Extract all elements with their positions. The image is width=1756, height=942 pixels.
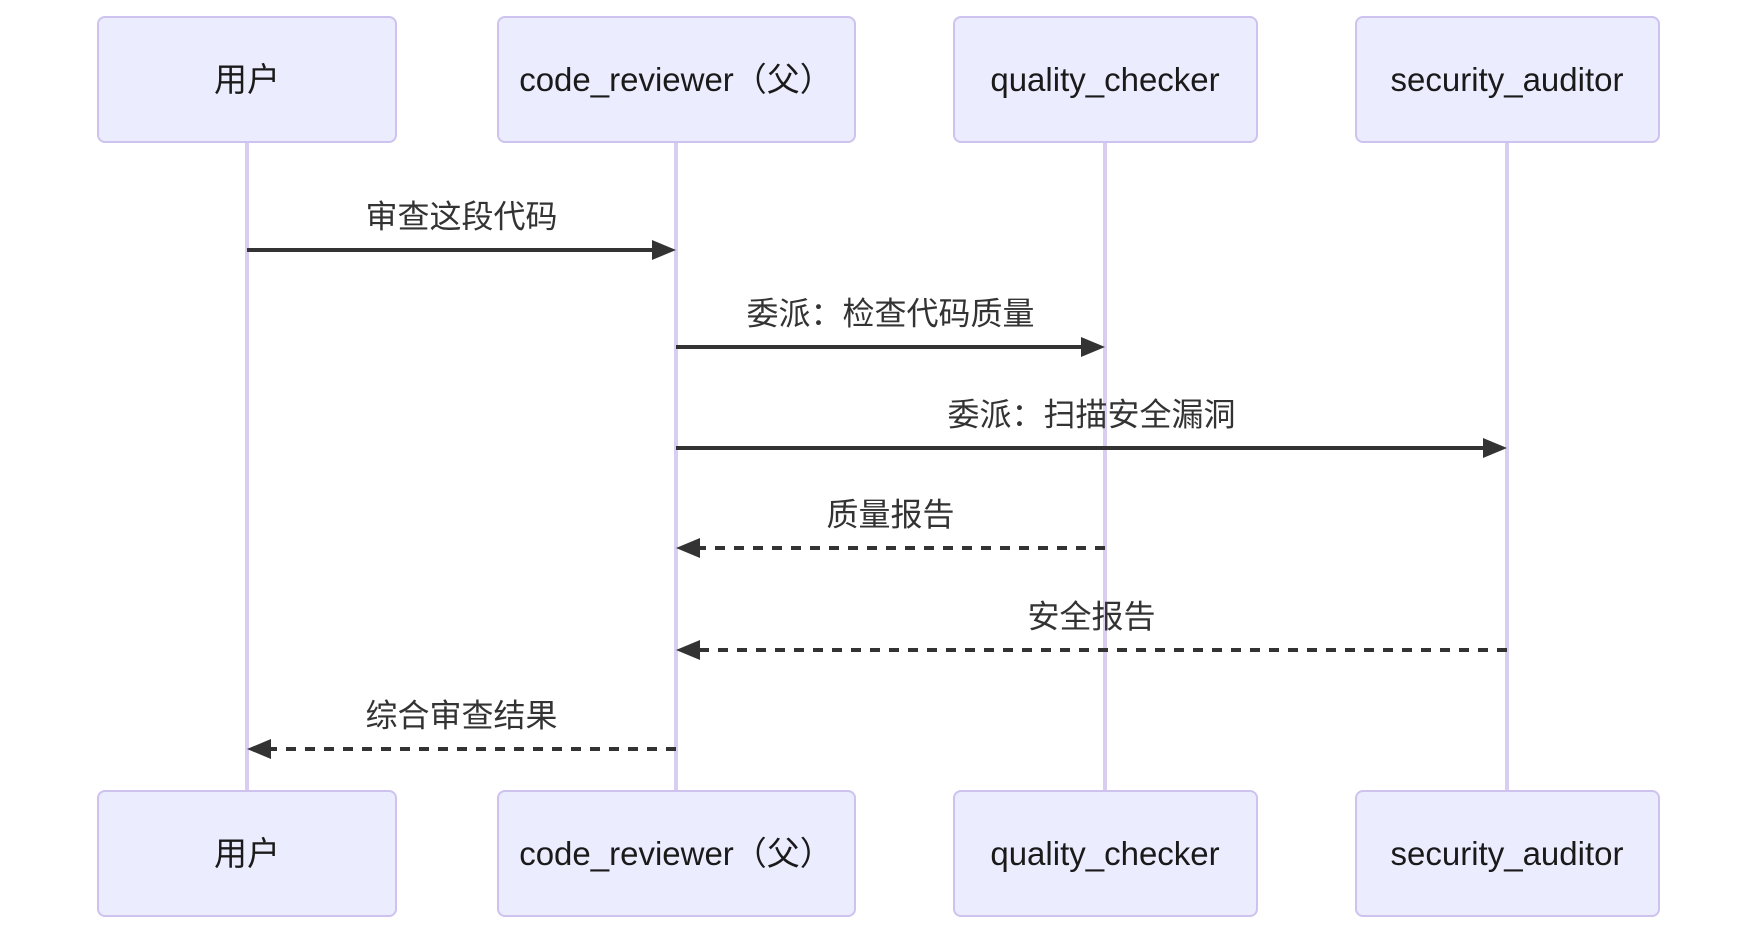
message-arrowhead-5 <box>247 739 271 759</box>
actor-box-bottom-code_reviewer: code_reviewer（父） <box>496 790 856 917</box>
actor-label: code_reviewer（父） <box>519 60 833 98</box>
message-label: 综合审查结果 <box>365 697 558 734</box>
message-arrowhead-2 <box>1483 438 1507 458</box>
actor-box-bottom-security_auditor: security_auditor <box>1354 790 1660 917</box>
actor-label: security_auditor <box>1390 60 1624 98</box>
actor-box-bottom-quality_checker: quality_checker <box>952 790 1258 917</box>
actor-box-bottom-user: 用户 <box>97 790 397 917</box>
actor-box-top-code_reviewer: code_reviewer（父） <box>496 16 856 143</box>
message-arrowhead-3 <box>676 538 700 558</box>
actor-label: 用户 <box>214 834 280 872</box>
actor-box-top-user: 用户 <box>97 16 397 143</box>
actor-box-top-quality_checker: quality_checker <box>952 16 1258 143</box>
message-arrowhead-0 <box>652 240 676 260</box>
message-label: 安全报告 <box>1027 598 1156 635</box>
actor-label: quality_checker <box>990 834 1220 872</box>
message-label: 委派：扫描安全漏洞 <box>947 396 1236 433</box>
message-label: 质量报告 <box>826 496 955 533</box>
message-label: 委派：检查代码质量 <box>746 295 1035 332</box>
message-arrowhead-1 <box>1081 337 1105 357</box>
message-arrowhead-4 <box>676 640 700 660</box>
actor-label: security_auditor <box>1390 834 1624 872</box>
message-label: 审查这段代码 <box>365 198 558 235</box>
actor-label: 用户 <box>214 60 280 98</box>
actor-label: quality_checker <box>990 60 1220 98</box>
actor-label: code_reviewer（父） <box>519 834 833 872</box>
actor-box-top-security_auditor: security_auditor <box>1354 16 1660 143</box>
